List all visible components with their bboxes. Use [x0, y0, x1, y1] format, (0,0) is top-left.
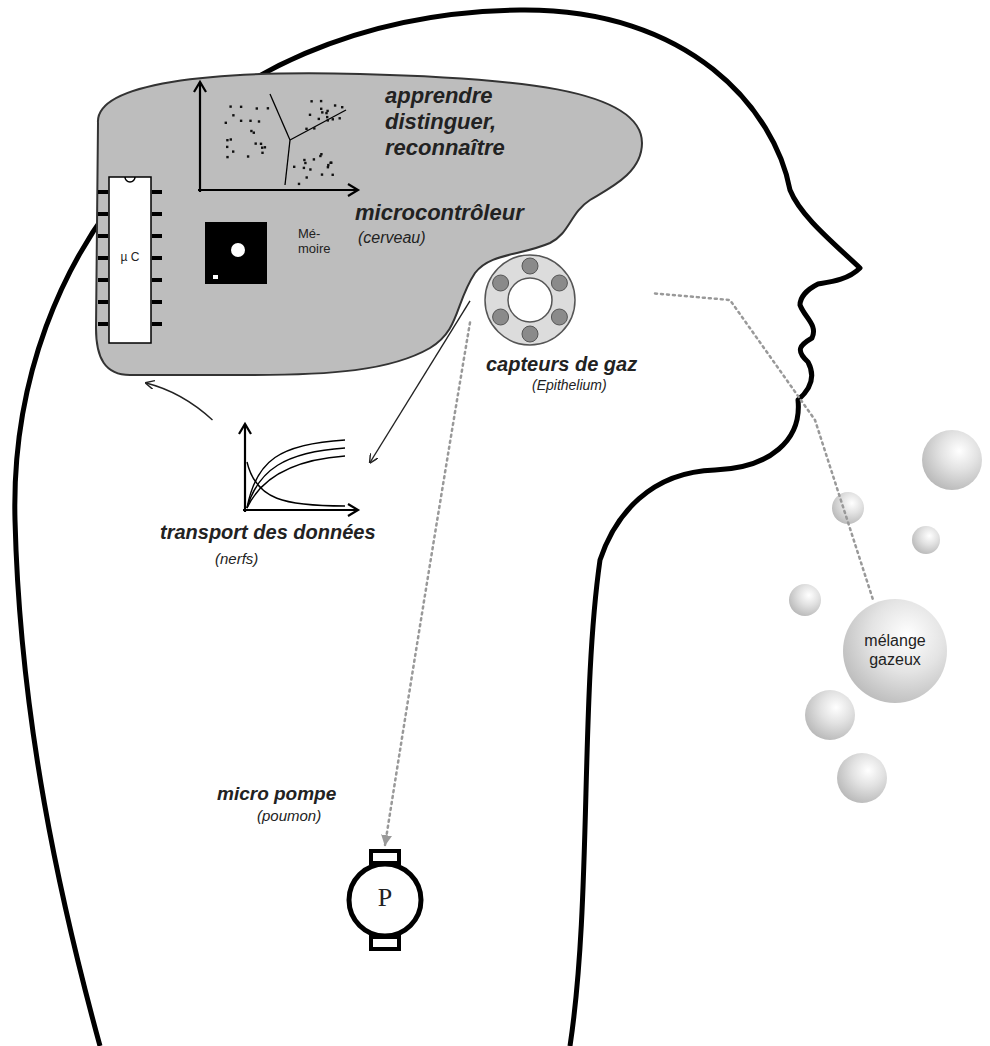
- node-title: capteurs de gaz: [486, 352, 637, 376]
- chip-box: µ C: [108, 176, 152, 344]
- bubble-label: mélange gazeux: [848, 631, 942, 669]
- gas-bubble: [922, 430, 982, 490]
- node-title: micro pompe: [217, 783, 336, 806]
- memory-label: Mé- moire: [298, 226, 338, 256]
- gas-bubble: [837, 753, 887, 803]
- dotted-flow-line: [385, 323, 470, 846]
- node-subtitle: (nerfs): [215, 550, 258, 568]
- sensor-ring: capteurs de gaz(Epithelium): [470, 250, 655, 395]
- function-text: apprendre distinguer, reconnaître: [385, 83, 560, 161]
- chip-label: µ C: [108, 250, 152, 264]
- gas-bubble: [832, 492, 864, 524]
- dotted-flow-line: [655, 294, 874, 603]
- brain-region: apprendre distinguer, reconnaître microco…: [90, 68, 650, 383]
- signal-graph: [160, 420, 370, 590]
- head-outline: [15, 10, 860, 1046]
- gas-bubble: [789, 584, 821, 616]
- gas-bubble: mélange gazeux: [842, 598, 948, 704]
- pump-letter: P: [349, 882, 421, 913]
- gas-bubble: [912, 526, 940, 554]
- data-arrow: [146, 383, 213, 420]
- brain-region: [90, 68, 650, 383]
- gas-bubble: [805, 690, 855, 740]
- node-title: microcontrôleur: [355, 200, 524, 226]
- node-subtitle: (poumon): [257, 807, 321, 825]
- node-subtitle: (Epithelium): [532, 377, 607, 394]
- node-subtitle: (cerveau): [358, 228, 426, 247]
- pump-symbol: micro pompe(poumon)P: [345, 845, 425, 955]
- node-title: transport des données: [160, 520, 376, 544]
- signal-graph: transport des données(nerfs): [160, 420, 370, 590]
